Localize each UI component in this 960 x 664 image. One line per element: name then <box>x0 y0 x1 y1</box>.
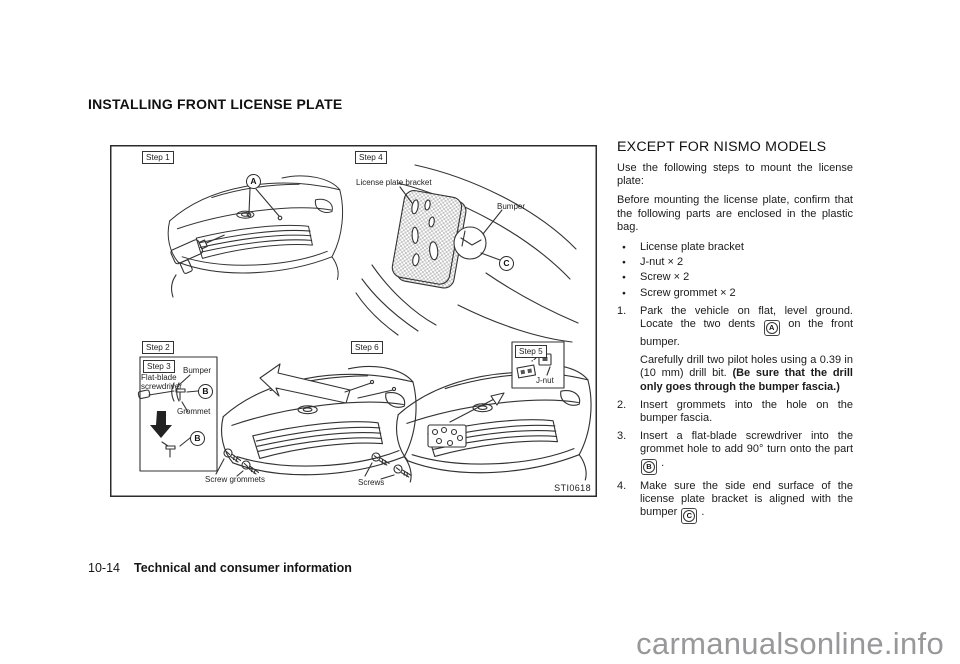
subsection-heading: EXCEPT FOR NISMO MODELS <box>617 139 827 155</box>
license-plate-bracket-label: License plate bracket <box>356 178 432 187</box>
parts-list: ● License plate bracket ● J-nut × 2 ● Sc… <box>617 240 853 301</box>
step-text: . <box>661 456 665 469</box>
step-text: Carefully drill two pilot holes using a … <box>640 354 853 380</box>
step-number: 1. <box>617 304 627 317</box>
j-nut-label: J-nut <box>536 376 554 385</box>
step-text: Park the vehicle on flat, level ground. … <box>640 304 853 331</box>
step6-tag: Step 6 <box>351 341 383 354</box>
callout-b-circle-lower: B <box>190 431 205 446</box>
bumper-label-step3: Bumper <box>183 366 212 375</box>
step4-tag: Step 4 <box>355 151 387 164</box>
callout-c-ref: C <box>681 508 698 525</box>
step2-tag: Step 2 <box>142 341 174 354</box>
flat-blade-label-line1: Flat-blade <box>141 373 177 382</box>
step-text: Make sure the side end surface of the li… <box>640 479 853 519</box>
watermark: carmanualsonline.info <box>636 626 944 661</box>
step-text: Insert grommets into the hole on the bum… <box>640 398 853 425</box>
figure-code: STI0618 <box>554 483 591 493</box>
part-label: J-nut × 2 <box>640 256 684 269</box>
bumper-label-step4: Bumper <box>497 202 526 211</box>
part-label: License plate bracket <box>640 241 744 254</box>
callout-b-circle-upper: B <box>198 384 213 399</box>
callout-a-ref: A <box>763 320 780 337</box>
part-label: Screw grommet × 2 <box>640 286 736 299</box>
instructions-column: EXCEPT FOR NISMO MODELS Use the followin… <box>617 139 853 529</box>
page-number: 10-14 <box>88 561 120 575</box>
callout-a-circle: A <box>246 174 261 189</box>
bullet-icon: ● <box>622 244 626 252</box>
step-subparagraph: Carefully drill two pilot holes using a … <box>640 354 853 394</box>
bullet-icon: ● <box>622 274 626 282</box>
step5-tag: Step 5 <box>515 345 547 358</box>
intro-paragraph-2: Before mounting the license plate, confi… <box>617 194 853 233</box>
intro-paragraph-1: Use the following steps to mount the lic… <box>617 162 853 188</box>
parts-list-item: ● J-nut × 2 <box>617 255 853 270</box>
step-text: . <box>701 506 705 519</box>
grommet-label: Grommet <box>177 407 211 416</box>
step-text-bold: (Be sure that the drill only goes throug… <box>640 367 853 393</box>
step-item-3: 3. Insert a flat-blade screwdriver into … <box>617 430 853 475</box>
parts-list-item: ● License plate bracket <box>617 240 853 255</box>
diagram-line-art <box>110 145 597 497</box>
numbered-steps: 1. Park the vehicle on flat, level groun… <box>617 305 853 525</box>
parts-list-item: ● Screw × 2 <box>617 270 853 285</box>
bullet-icon: ● <box>622 289 626 297</box>
screw-grommets-label: Screw grommets <box>205 475 266 484</box>
step3-tag: Step 3 <box>143 360 175 373</box>
step-text: Insert a flat-blade screwdriver into the… <box>640 430 853 456</box>
installation-diagram: Step 1 Step 4 Step 2 Step 6 Step 3 Step … <box>110 145 597 497</box>
parts-list-item: ● Screw grommet × 2 <box>617 286 853 301</box>
section-heading: INSTALLING FRONT LICENSE PLATE <box>88 96 343 112</box>
step-number: 4. <box>617 479 627 492</box>
step-item-4: 4. Make sure the side end surface of the… <box>617 479 853 525</box>
callout-c-circle: C <box>499 256 514 271</box>
part-label: Screw × 2 <box>640 271 690 284</box>
step-number: 3. <box>617 430 627 443</box>
step-item-2: 2. Insert grommets into the hole on the … <box>617 399 853 425</box>
footer-chapter-title: Technical and consumer information <box>133 561 352 575</box>
bullet-icon: ● <box>622 259 626 267</box>
screws-label: Screws <box>358 478 385 487</box>
step-item-1: 1. Park the vehicle on flat, level groun… <box>617 305 853 394</box>
step-number: 2. <box>617 398 627 411</box>
flat-blade-label-line2: screwdriver <box>141 382 182 391</box>
page-footer: 10-14 Technical and consumer information <box>88 561 352 575</box>
step-text: on the front bumper. <box>640 318 854 349</box>
step1-tag: Step 1 <box>142 151 174 164</box>
callout-b-ref: B <box>641 458 657 475</box>
